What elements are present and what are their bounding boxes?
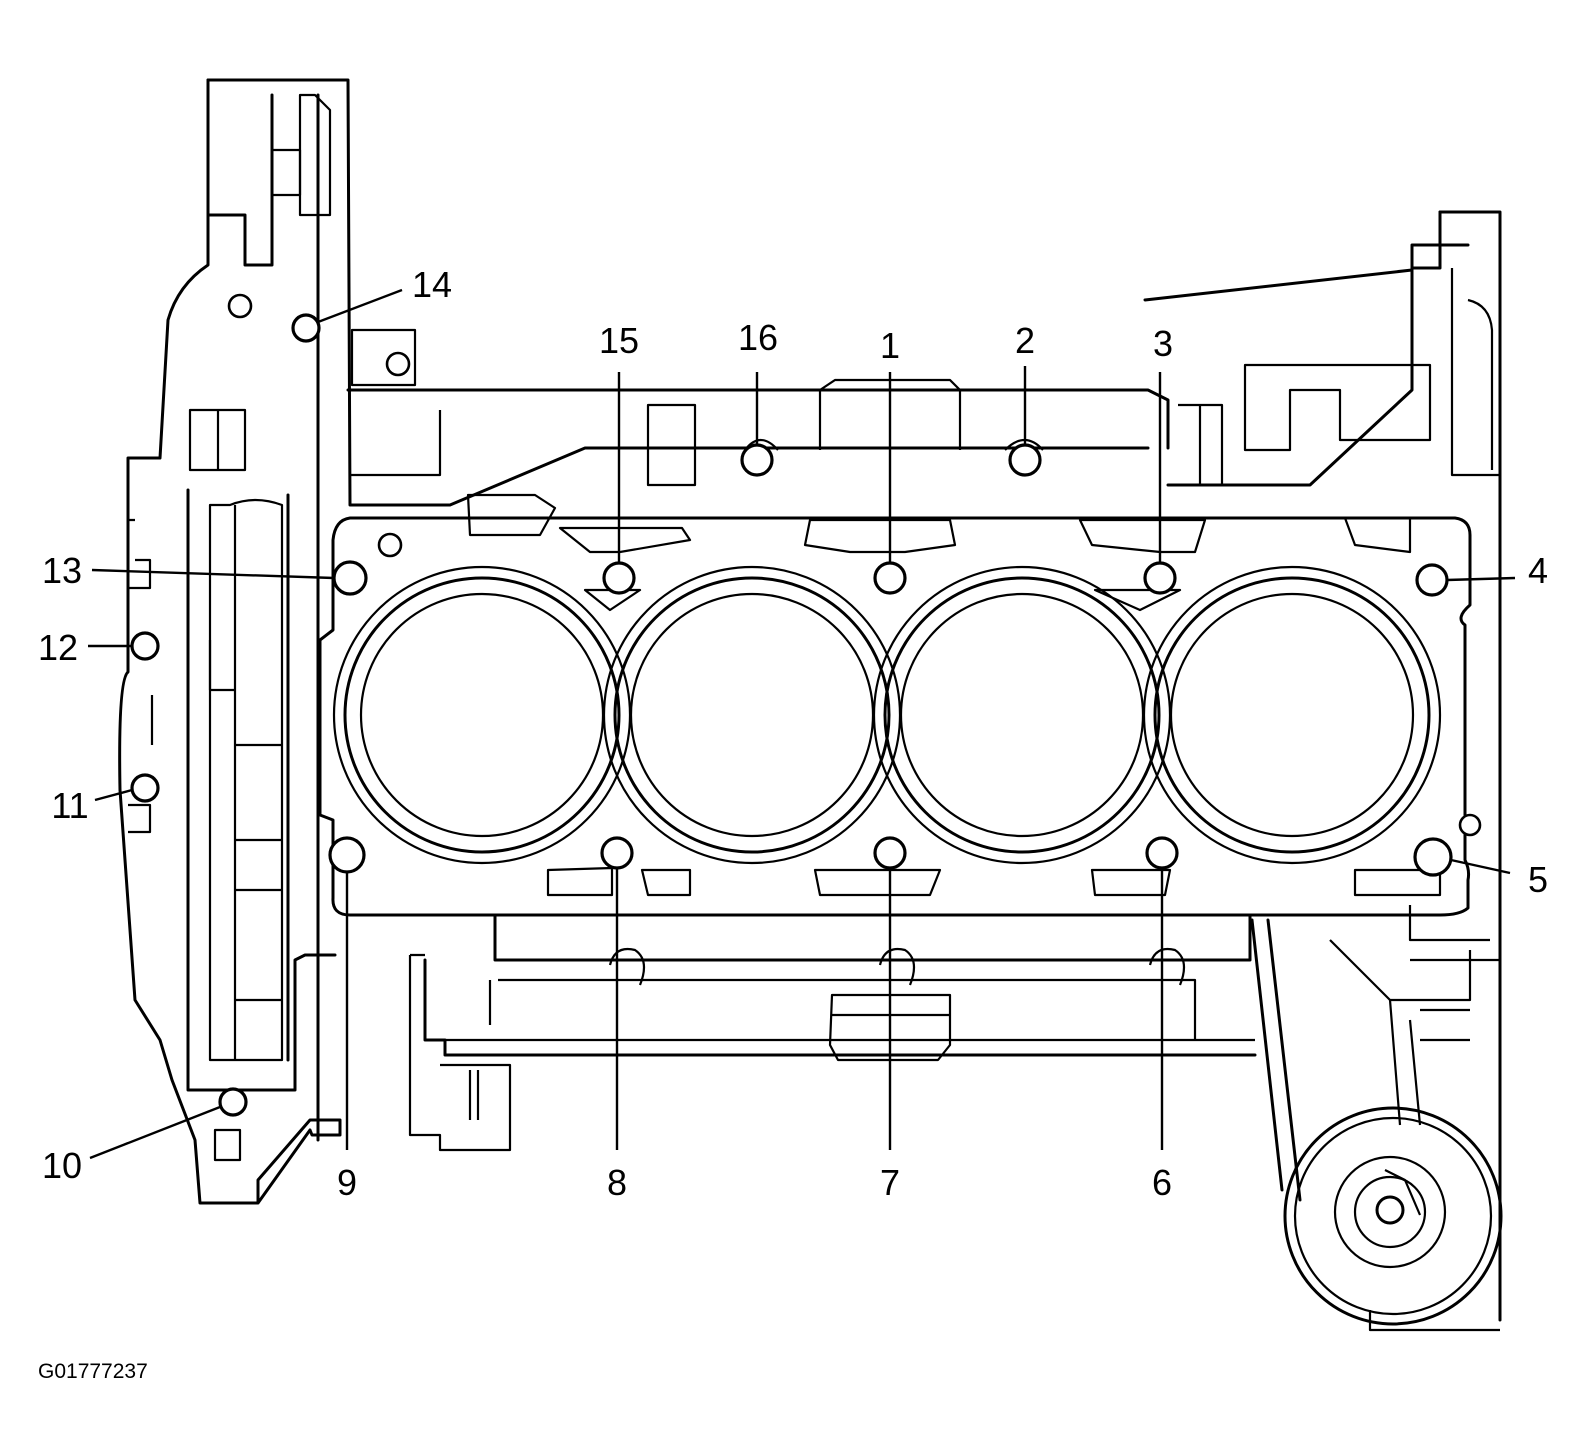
bolt-label-10: 10 (42, 1145, 82, 1186)
block-right-side (1143, 210, 1502, 1332)
cylinder-bore-1 (332, 565, 632, 865)
bolt-15 (602, 561, 636, 595)
bolt-label-3: 3 (1153, 323, 1173, 364)
bolt-6 (1145, 836, 1179, 870)
bolt-label-14: 14 (412, 264, 452, 305)
bolt-label-8: 8 (607, 1162, 627, 1203)
bolt-2 (1008, 443, 1042, 477)
cylinder-bore-2 (602, 565, 902, 865)
bolt-label-1: 1 (880, 325, 900, 366)
bolt-1 (873, 561, 907, 595)
bolt-label-4: 4 (1528, 550, 1548, 591)
bolt-label-2: 2 (1015, 320, 1035, 361)
leader-lines (88, 288, 1516, 1160)
bolt-number-labels: 1 2 3 4 5 6 7 8 9 10 11 12 13 14 15 16 (38, 264, 1548, 1203)
pulley (1283, 1106, 1503, 1326)
bolt-5 (1413, 837, 1453, 877)
bolt-16 (740, 443, 774, 477)
bolt-label-6: 6 (1152, 1162, 1172, 1203)
bolt-label-7: 7 (880, 1162, 900, 1203)
cylinder-bore-3 (872, 565, 1172, 865)
bolt-3 (1143, 561, 1177, 595)
cylinder-bores (332, 565, 1442, 865)
bolt-14 (291, 313, 321, 343)
lower-block-rails (408, 913, 1257, 1152)
bolt-label-16: 16 (738, 317, 778, 358)
bolt-label-9: 9 (337, 1162, 357, 1203)
timing-cover-outline (118, 78, 1170, 1205)
figure-id: G01777237 (38, 1360, 148, 1383)
bolt-label-11: 11 (51, 785, 88, 826)
bolt-12 (130, 631, 160, 661)
bolt-9 (328, 836, 366, 874)
bolt-label-13: 13 (42, 550, 82, 591)
cylinder-bore-4 (1142, 565, 1442, 865)
bolt-13 (332, 560, 368, 596)
bolt-4 (1415, 563, 1449, 597)
bolt-label-15: 15 (599, 320, 639, 361)
bolt-10 (218, 1087, 248, 1117)
bolt-label-12: 12 (38, 627, 78, 668)
upper-block-details (646, 378, 1044, 487)
bolt-11 (130, 773, 160, 803)
bolt-label-5: 5 (1528, 859, 1548, 900)
bolt-8 (600, 836, 634, 870)
bolt-holes (130, 313, 1453, 1117)
misc-holes (227, 293, 1482, 837)
bolt-7 (873, 836, 907, 870)
